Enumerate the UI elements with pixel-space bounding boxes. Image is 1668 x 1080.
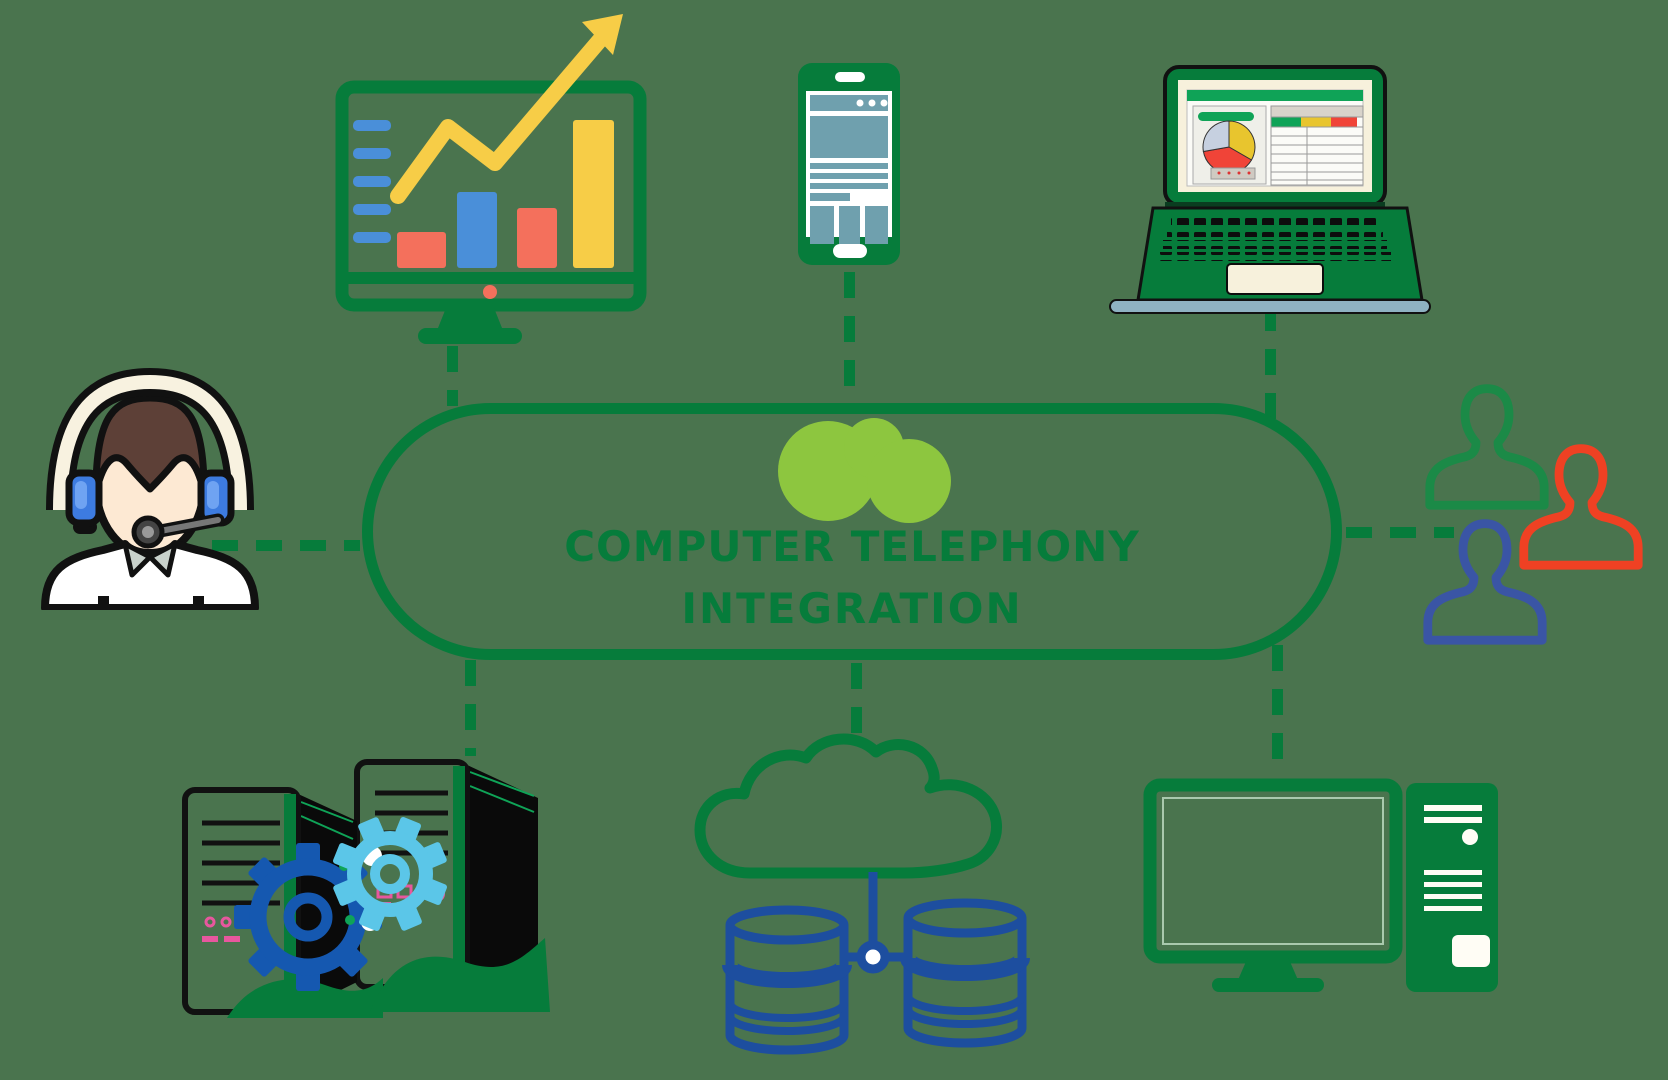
ground-wave-right — [370, 938, 550, 1012]
call-center-agent-icon — [41, 367, 259, 610]
connector-servers — [465, 660, 476, 756]
connector-laptop — [1265, 305, 1276, 420]
pie-chart — [1202, 120, 1256, 174]
pill-title: COMPUTER TELEPHONY INTEGRATION — [362, 524, 1342, 632]
server-tower-right — [354, 759, 538, 990]
gear-cyan-icon — [333, 817, 447, 931]
user-green — [1430, 389, 1544, 506]
ground-wave-left — [227, 978, 383, 1018]
database-left — [722, 905, 852, 1055]
connector-monitor — [447, 346, 458, 406]
server-tower-left — [182, 787, 357, 1015]
phone-screen-content — [810, 95, 888, 244]
connector-users — [1346, 527, 1454, 538]
connector-agent — [212, 540, 360, 551]
title-line1: COMPUTER TELEPHONY — [564, 522, 1140, 571]
desktop-monitor — [1143, 778, 1403, 964]
bar-chart-monitor-icon — [335, 14, 647, 344]
user-group-icon — [1415, 380, 1650, 650]
desktop-tower-icon — [1143, 778, 1498, 992]
connector-phone — [844, 272, 855, 406]
spreadsheet-grid — [1270, 105, 1364, 186]
server-gears-icon — [182, 759, 550, 1018]
laptop-spreadsheet-icon — [1109, 65, 1431, 314]
title-line2: INTEGRATION — [681, 584, 1023, 633]
connector-cloud — [851, 663, 862, 737]
green-blob-icon — [778, 418, 951, 523]
pc-tower — [1406, 783, 1498, 992]
central-pill — [362, 403, 1342, 660]
cloud-outline — [694, 733, 1002, 879]
connector-desktop — [1272, 645, 1283, 777]
database-right — [900, 898, 1030, 1048]
smartphone-icon — [798, 63, 900, 265]
agent-shirt — [41, 540, 259, 610]
network-node — [856, 940, 890, 974]
cloud-database-icon — [694, 733, 1030, 1055]
agent-hair — [92, 394, 208, 496]
axis-ticks — [353, 120, 391, 243]
